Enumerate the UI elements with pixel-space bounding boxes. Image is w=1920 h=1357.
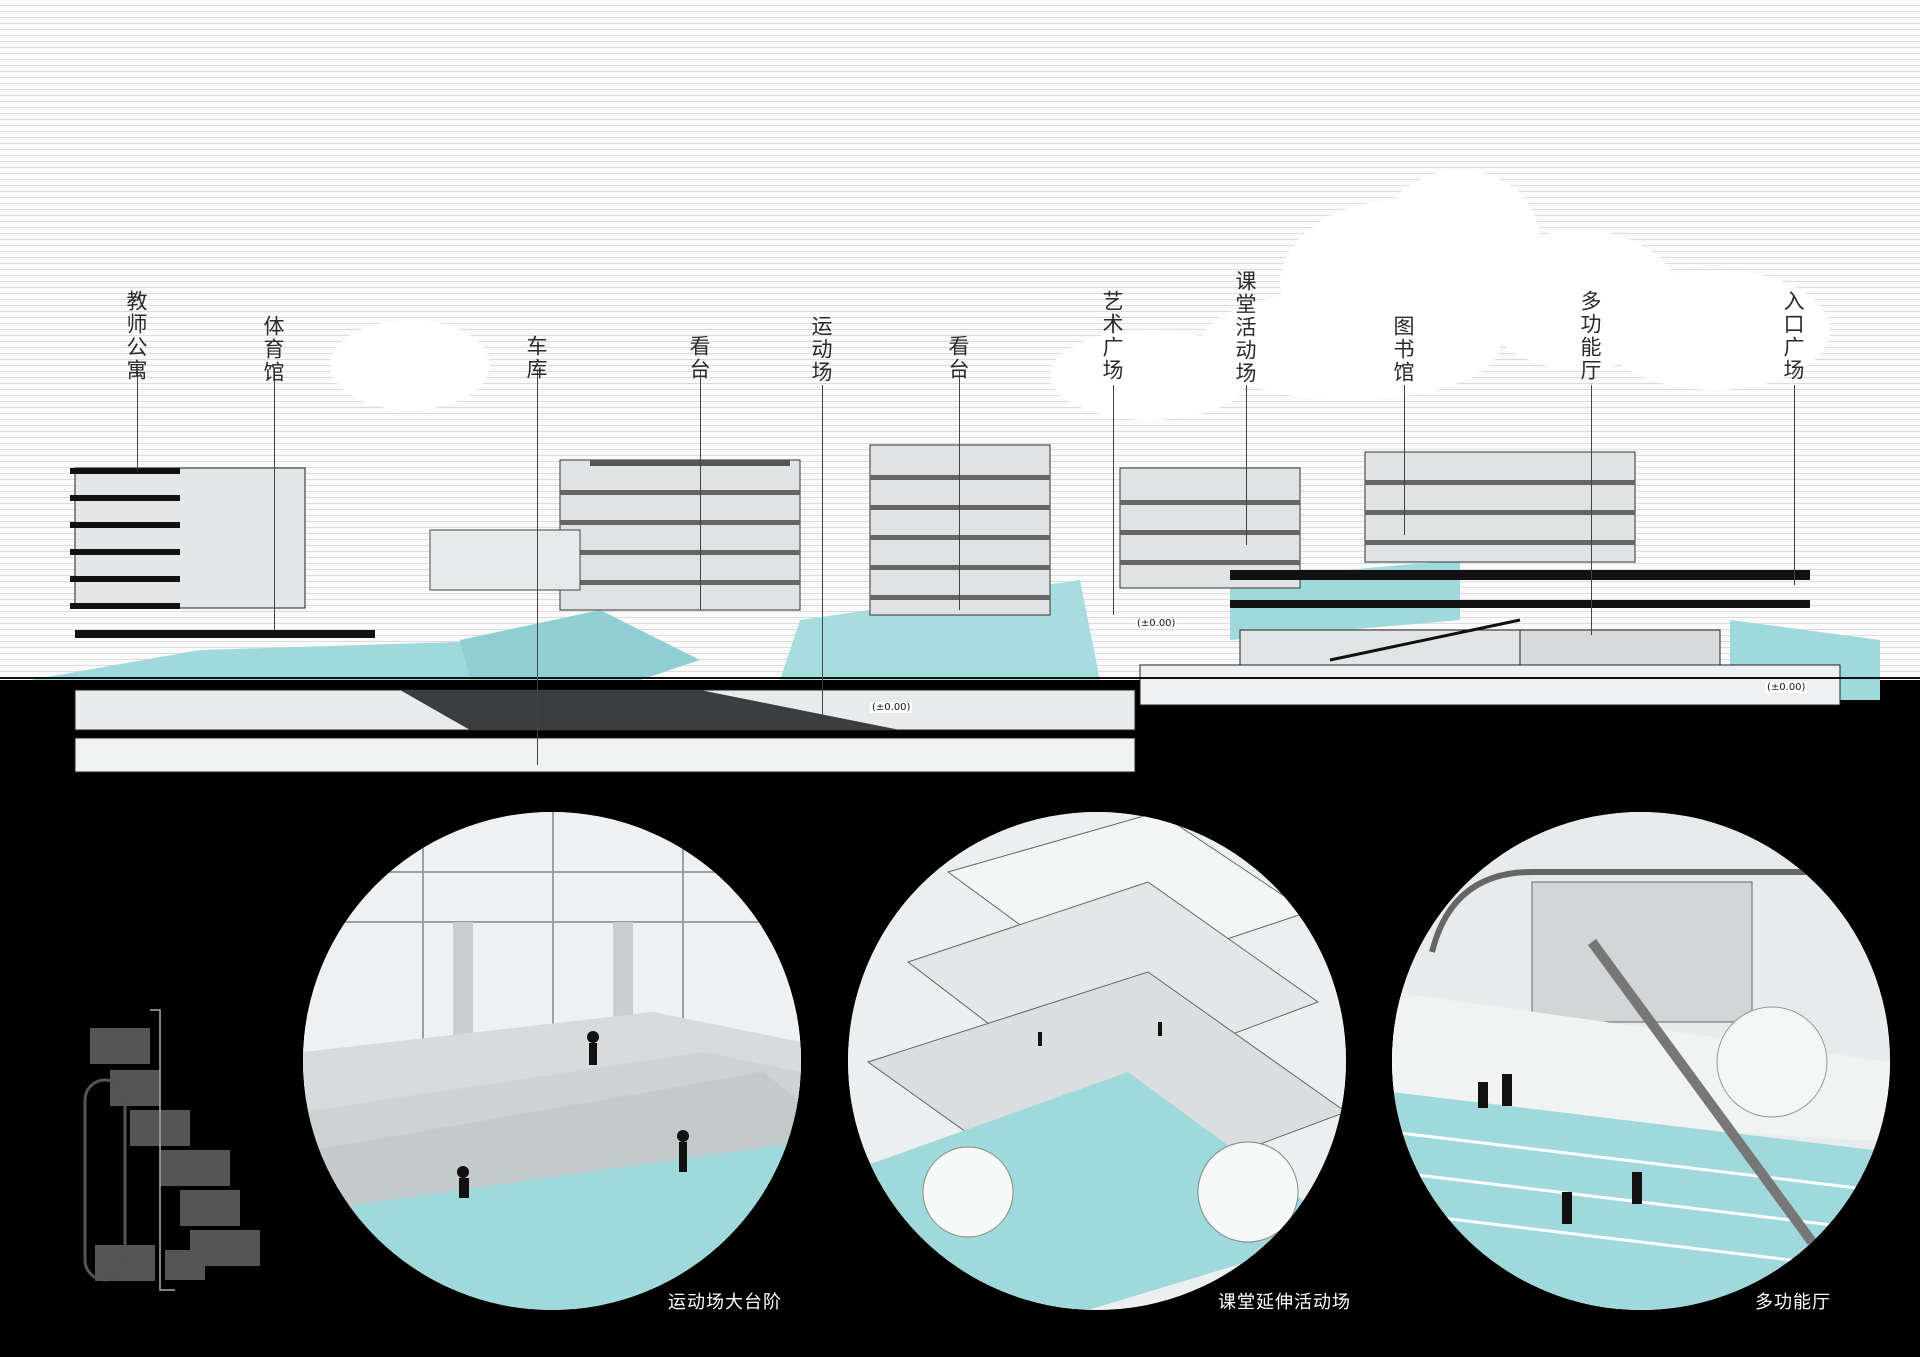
label-classroom-activity-field: 课堂活动场 <box>1233 270 1257 385</box>
elevation-marker: (±0.00) <box>1135 618 1178 629</box>
label-art-plaza: 艺术广场 <box>1100 290 1124 382</box>
leader-line <box>700 370 701 610</box>
leader-line <box>959 370 960 610</box>
courtyard-surface <box>30 640 520 680</box>
label-stand-2: 看台 <box>946 335 970 381</box>
label-entrance-plaza: 入口广场 <box>1781 290 1805 382</box>
cloud <box>330 320 490 410</box>
label-multipurpose-hall: 多功能厅 <box>1578 290 1602 382</box>
key-plan <box>83 1009 260 1291</box>
caption-classroom-activity: 课堂延伸活动场 <box>1218 1292 1351 1313</box>
teacher-apartment-building <box>70 467 375 638</box>
elevation-marker: (±0.00) <box>1765 682 1808 693</box>
leader-line <box>137 370 138 470</box>
vignette-classroom-activity <box>848 812 1346 1310</box>
cloud <box>1600 270 1830 390</box>
label-library: 图书馆 <box>1391 315 1415 384</box>
label-teacher-apartment: 教师公寓 <box>124 290 148 382</box>
cloud <box>1200 290 1500 400</box>
stand-building-2 <box>869 444 1051 616</box>
stand-building-1 <box>429 459 801 611</box>
vignette-multipurpose-hall <box>1392 812 1890 1310</box>
vignette-illustration <box>848 812 1346 1310</box>
vignette-illustration <box>303 812 801 1310</box>
label-gymnasium: 体育馆 <box>261 315 285 384</box>
courtyard-surface <box>460 610 700 680</box>
leader-line <box>1591 385 1592 635</box>
leader-line <box>274 370 275 630</box>
caption-sports-steps: 运动场大台阶 <box>668 1292 782 1313</box>
elevation-marker: (±0.00) <box>870 702 913 713</box>
sky-background <box>0 0 1920 680</box>
basement-garage <box>74 664 1841 773</box>
cloud <box>1050 330 1250 420</box>
leader-line <box>1404 385 1405 535</box>
library-building <box>1364 451 1636 563</box>
classroom-building <box>1119 467 1301 589</box>
label-stand-1: 看台 <box>687 335 711 381</box>
vignette-illustration <box>1392 812 1890 1310</box>
leader-line <box>822 385 823 715</box>
leader-line <box>1246 385 1247 545</box>
label-garage: 车库 <box>524 335 548 381</box>
leader-line <box>1113 385 1114 615</box>
section-drawing <box>0 444 1920 773</box>
vignette-sports-steps <box>303 812 801 1310</box>
leader-line <box>537 370 538 765</box>
label-sports-field: 运动场 <box>809 315 833 384</box>
leader-line <box>1794 385 1795 585</box>
caption-multipurpose-hall: 多功能厅 <box>1755 1292 1831 1313</box>
